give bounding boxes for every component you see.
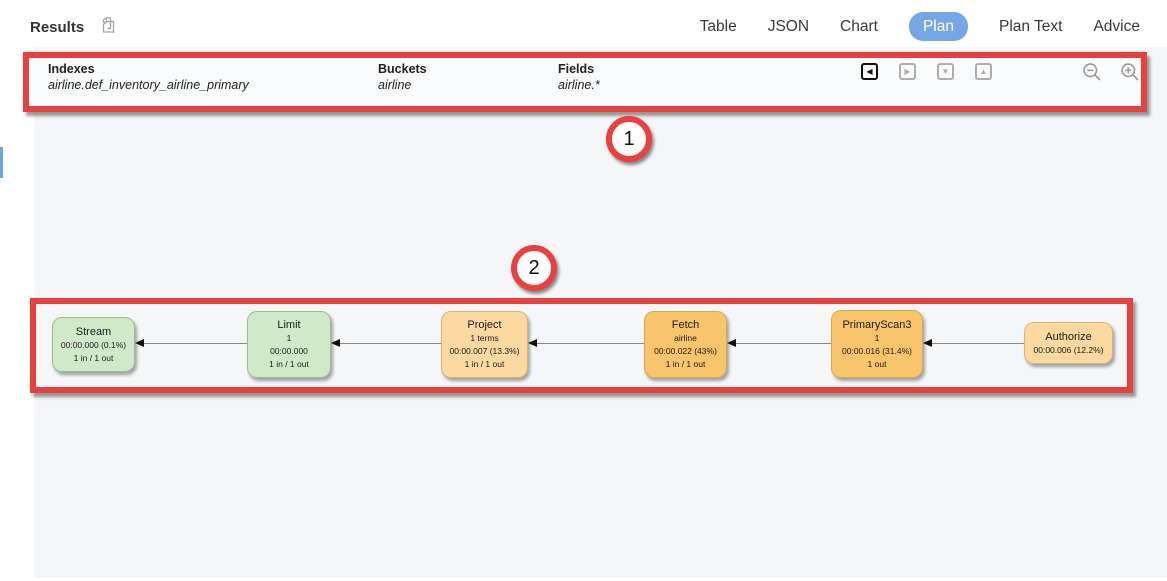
node-detail: airline: [674, 333, 697, 343]
left-scroll-accent: [0, 147, 3, 178]
plan-diagram-annotation-box: [30, 298, 1133, 393]
indexes-value: airline.def_inventory_airline_primary: [48, 78, 249, 92]
plan-node-primaryscan3[interactable]: PrimaryScan3 1 00:00.016 (31.4%) 1 out: [831, 310, 923, 378]
node-title: Limit: [277, 319, 301, 331]
node-detail: 1 terms: [470, 333, 499, 343]
buckets-label: Buckets: [378, 62, 427, 76]
node-detail: 00:00.016 (31.4%): [842, 345, 912, 356]
node-detail: 1 in / 1 out: [665, 359, 706, 369]
plan-node-limit[interactable]: Limit 1 00:00.000 1 in / 1 out: [247, 311, 331, 378]
node-detail: 00:00.000 (0.1%): [60, 339, 127, 350]
plan-node-fetch[interactable]: Fetch airline 00:00.022 (43%) 1 in / 1 o…: [644, 311, 727, 378]
edge-project-to-limit-arrow: [331, 339, 441, 347]
annotation-marker-1: 1: [606, 116, 652, 162]
tab-json[interactable]: JSON: [767, 18, 810, 35]
tab-advice[interactable]: Advice: [1093, 18, 1140, 35]
node-detail: 1: [874, 332, 880, 343]
orient-up-icon[interactable]: ▲: [975, 63, 992, 80]
edge-limit-to-stream-arrow: [135, 339, 247, 347]
node-detail: 00:00.006 (12.2%): [1033, 344, 1104, 355]
copy-icon[interactable]: [99, 17, 118, 36]
summary-indexes: Indexes airline.def_inventory_airline_pr…: [48, 62, 249, 92]
node-title: Stream: [75, 325, 112, 338]
node-detail: 1 in / 1 out: [73, 352, 114, 363]
node-title: Project: [467, 319, 502, 331]
node-title: PrimaryScan3: [842, 318, 912, 331]
plan-node-stream[interactable]: Stream 00:00.000 (0.1%) 1 in / 1 out: [52, 317, 135, 372]
edge-primaryscan3-to-fetch-arrow: [727, 339, 831, 347]
indexes-label: Indexes: [48, 62, 95, 76]
plan-summary-annotation-box: Indexes airline.def_inventory_airline_pr…: [23, 52, 1147, 112]
node-title: Fetch: [671, 319, 700, 331]
node-detail: 1 in / 1 out: [269, 359, 309, 369]
edge-fetch-to-project-arrow: [528, 339, 644, 347]
results-tabs: Table JSON Chart Plan Plan Text Advice: [700, 12, 1140, 41]
node-detail: 1 out: [867, 358, 887, 369]
node-detail: 00:00.007 (13.3%): [449, 346, 520, 356]
orient-left-icon[interactable]: ◀: [861, 63, 878, 80]
results-title: Results: [30, 19, 85, 36]
node-detail: 00:00.022 (43%): [654, 346, 717, 356]
orient-right-icon[interactable]: ▶: [899, 63, 916, 80]
plan-content-panel: [34, 47, 1167, 578]
fields-label: Fields: [558, 62, 595, 76]
results-toolbar: Results Table JSON Chart Plan Plan Text …: [0, 0, 1167, 47]
tab-table[interactable]: Table: [699, 18, 737, 35]
tab-plan-text[interactable]: Plan Text: [998, 18, 1063, 35]
fields-value: airline.*: [558, 78, 600, 92]
orientation-controls: ◀ ▶ ▼ ▲: [861, 63, 992, 80]
tab-chart[interactable]: Chart: [840, 18, 878, 35]
node-detail: 00:00.000: [270, 346, 308, 356]
orient-down-icon[interactable]: ▼: [937, 63, 954, 80]
summary-fields: Fields airline.*: [558, 62, 600, 92]
summary-buckets: Buckets airline: [378, 62, 427, 92]
zoom-in-icon[interactable]: [1120, 62, 1141, 83]
node-detail: 1: [286, 333, 292, 343]
node-title: Authorize: [1045, 330, 1092, 343]
edge-authorize-to-primaryscan3-arrow: [923, 339, 1024, 347]
node-detail: 1 in / 1 out: [464, 359, 505, 369]
zoom-out-icon[interactable]: [1082, 62, 1103, 83]
zoom-controls: [1082, 62, 1141, 83]
plan-node-authorize[interactable]: Authorize 00:00.006 (12.2%): [1024, 322, 1113, 364]
buckets-value: airline: [378, 78, 412, 92]
tab-plan[interactable]: Plan: [908, 12, 968, 41]
plan-node-project[interactable]: Project 1 terms 00:00.007 (13.3%) 1 in /…: [441, 311, 528, 378]
annotation-marker-2: 2: [511, 245, 557, 291]
